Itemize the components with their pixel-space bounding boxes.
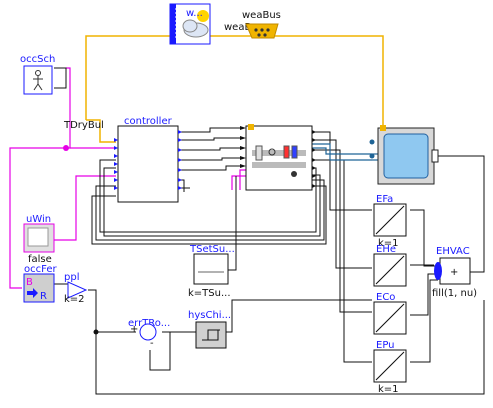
energy-integrator-epu[interactable]: EPu k=1 xyxy=(373,340,407,395)
hyschi-label: hysChi... xyxy=(188,310,231,321)
occfer-b-label: B xyxy=(26,277,33,288)
controller-output-ports xyxy=(178,130,182,190)
ehvac-sum-block[interactable]: EHVAC + fill(1, nu) xyxy=(432,246,477,299)
efa-k-label: k=1 xyxy=(378,238,399,249)
eco-label: ECo xyxy=(376,292,395,303)
ppl-label: ppl xyxy=(64,272,79,283)
uwin-value: false xyxy=(28,254,52,265)
tdrybul-label: TDryBul xyxy=(63,120,104,131)
air-wires xyxy=(312,143,378,161)
weabus-side-label: weaB xyxy=(224,22,251,33)
tsetsu-k-label: k=TSu... xyxy=(188,288,231,299)
epu-k-label: k=1 xyxy=(378,384,399,395)
signal-junction-2 xyxy=(93,329,99,335)
errtro-plus: + xyxy=(130,324,138,335)
signal-wires xyxy=(54,67,485,395)
epu-label: EPu xyxy=(376,340,395,351)
occfer-block[interactable]: occFer B R xyxy=(23,264,57,303)
ehe-label: EHe xyxy=(376,244,396,255)
controller-block[interactable]: controller TDryBul xyxy=(63,116,182,203)
errtro-feedback-block[interactable]: errTRo... + - xyxy=(128,318,170,349)
energy-integrator-efa[interactable]: EFa k=1 xyxy=(373,194,407,249)
occupancy-schedule-block[interactable]: occSch xyxy=(20,54,55,95)
occfer-r-label: R xyxy=(40,291,47,302)
tsetsu-label: TSetSu... xyxy=(189,244,235,255)
occfer-label: occFer xyxy=(24,264,57,275)
errtro-minus: - xyxy=(150,338,154,349)
controller-input-ports xyxy=(114,138,118,190)
boolean-signal-wires xyxy=(9,67,246,289)
fluid-port-top xyxy=(369,139,375,145)
energy-integrator-eco[interactable]: ECo xyxy=(373,292,407,335)
uwin-label: uWin xyxy=(26,214,51,225)
ppl-gain-block[interactable]: ppl k=2 xyxy=(64,272,88,305)
ehvac-fill-label: fill(1, nu) xyxy=(432,288,477,299)
efa-label: EFa xyxy=(376,194,393,205)
errtro-label: errTRo... xyxy=(128,318,170,329)
occsch-label: occSch xyxy=(20,54,55,65)
uwin-block[interactable]: uWin false xyxy=(23,214,55,265)
person-icon xyxy=(33,70,43,91)
hvac-system-block[interactable] xyxy=(240,124,316,191)
tsetsu-block[interactable]: TSetSu... k=TSu... xyxy=(188,244,235,299)
energy-integrator-ehe[interactable]: EHe xyxy=(373,244,407,287)
room-zone-block[interactable] xyxy=(377,125,439,185)
arrow-right-icon xyxy=(27,288,38,298)
ehvac-plus: + xyxy=(450,267,458,278)
hyschi-hysteresis-block[interactable]: hysChi... xyxy=(188,310,231,349)
controller-label: controller xyxy=(124,116,173,127)
ppl-k-label: k=2 xyxy=(64,294,85,305)
weather-label: w... xyxy=(186,8,203,19)
sun-icon xyxy=(197,10,209,22)
weather-data-block[interactable]: w... xyxy=(169,3,211,45)
weabus-title: weaBus xyxy=(242,10,281,21)
signal-junction xyxy=(63,145,69,151)
ehvac-label: EHVAC xyxy=(436,246,470,257)
fluid-port-bottom xyxy=(369,153,375,159)
weather-bus-connector[interactable]: weaBus weaB xyxy=(224,10,281,39)
